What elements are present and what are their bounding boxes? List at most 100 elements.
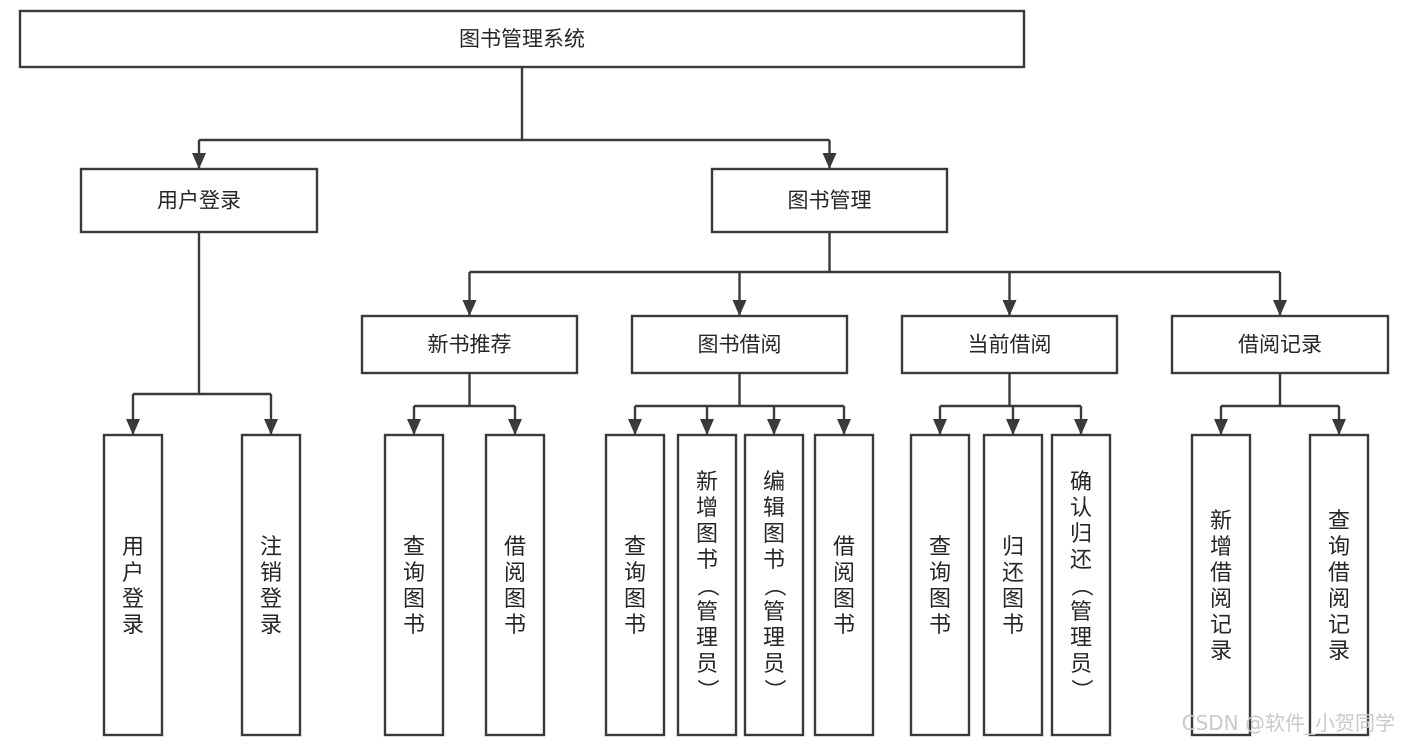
svg-text:（: （ xyxy=(761,575,786,597)
node-root[interactable]: 图书管理系统 xyxy=(18,9,1026,69)
node-box[interactable] xyxy=(1190,433,1252,737)
svg-text:图: 图 xyxy=(696,522,718,547)
node-current-borrow[interactable]: 当前借阅 xyxy=(900,314,1119,375)
svg-text:图: 图 xyxy=(763,522,785,547)
svg-text:（: （ xyxy=(1068,575,1093,597)
conn-borrow-to-leaves xyxy=(628,373,851,435)
arrow-head-icon xyxy=(700,419,714,435)
node-box[interactable] xyxy=(710,167,949,234)
svg-text:还: 还 xyxy=(1002,561,1024,586)
node-box[interactable] xyxy=(1050,433,1112,737)
node-borrow-records[interactable]: 借阅记录 xyxy=(1170,314,1390,375)
svg-text:还: 还 xyxy=(1070,548,1092,573)
node-user-login[interactable]: 用户登录 xyxy=(79,167,319,234)
svg-text:认: 认 xyxy=(1070,496,1092,521)
svg-text:归: 归 xyxy=(1070,522,1092,547)
arrow-head-icon xyxy=(508,419,522,435)
node-box[interactable] xyxy=(743,433,805,737)
svg-text:员: 员 xyxy=(696,652,718,677)
svg-text:登: 登 xyxy=(260,587,282,612)
svg-text:登: 登 xyxy=(122,587,144,612)
svg-text:）: ） xyxy=(694,679,719,701)
csdn-watermark: CSDN @软件_小贺同学 xyxy=(1182,711,1395,735)
node-box[interactable] xyxy=(240,433,302,737)
svg-text:增: 增 xyxy=(696,496,718,521)
arrow-head-icon xyxy=(126,419,140,435)
svg-text:询: 询 xyxy=(1328,535,1350,560)
node-box[interactable] xyxy=(1308,433,1370,737)
arrow-head-icon xyxy=(767,419,781,435)
arrow-head-icon xyxy=(407,419,421,435)
conn-bookmgmt-to-level3 xyxy=(462,232,1287,316)
node-box[interactable] xyxy=(484,433,546,737)
svg-text:阅: 阅 xyxy=(1210,587,1232,612)
conn-recommend-to-leaves xyxy=(407,373,522,435)
node-box[interactable] xyxy=(383,433,445,737)
node-box[interactable] xyxy=(18,9,1026,69)
svg-text:理: 理 xyxy=(763,626,785,651)
conn-current-to-leaves xyxy=(933,373,1088,435)
node-box[interactable] xyxy=(630,314,849,375)
svg-text:书: 书 xyxy=(696,548,718,573)
arrow-head-icon xyxy=(1006,419,1020,435)
svg-text:借: 借 xyxy=(833,535,855,560)
svg-text:书: 书 xyxy=(403,613,425,638)
node-box[interactable] xyxy=(79,167,319,234)
svg-text:户: 户 xyxy=(122,561,144,586)
svg-text:（: （ xyxy=(694,575,719,597)
node-label: 图书借阅 xyxy=(698,333,782,357)
svg-text:查: 查 xyxy=(403,535,425,560)
edges-layer xyxy=(126,67,1346,435)
svg-text:录: 录 xyxy=(122,613,144,638)
svg-text:书: 书 xyxy=(624,613,646,638)
svg-text:管: 管 xyxy=(696,600,718,625)
node-box[interactable] xyxy=(676,433,738,737)
svg-text:借: 借 xyxy=(504,535,526,560)
svg-text:阅: 阅 xyxy=(833,561,855,586)
node-box[interactable] xyxy=(604,433,666,737)
node-leaf-user-login[interactable]: 用户登录 xyxy=(102,433,164,737)
arrow-head-icon xyxy=(732,300,747,316)
svg-text:归: 归 xyxy=(1002,535,1024,560)
node-box[interactable] xyxy=(813,433,875,737)
node-box[interactable] xyxy=(102,433,164,737)
conn-records-to-leaves xyxy=(1214,373,1346,435)
node-new-book-recommend[interactable]: 新书推荐 xyxy=(360,314,579,375)
conn-root-to-level2 xyxy=(192,67,837,169)
node-box[interactable] xyxy=(900,314,1119,375)
svg-text:查: 查 xyxy=(624,535,646,560)
svg-text:图: 图 xyxy=(929,587,951,612)
svg-text:新: 新 xyxy=(1210,509,1232,534)
svg-text:增: 增 xyxy=(1210,535,1232,560)
svg-text:用: 用 xyxy=(122,535,144,560)
svg-text:阅: 阅 xyxy=(504,561,526,586)
node-book-management[interactable]: 图书管理 xyxy=(710,167,949,234)
svg-text:图: 图 xyxy=(504,587,526,612)
node-box[interactable] xyxy=(982,433,1044,737)
node-book-borrow[interactable]: 图书借阅 xyxy=(630,314,849,375)
node-box[interactable] xyxy=(1170,314,1390,375)
node-box[interactable] xyxy=(360,314,579,375)
node-box[interactable] xyxy=(909,433,971,737)
svg-text:借: 借 xyxy=(1328,561,1350,586)
node-label: 图书管理 xyxy=(788,189,872,213)
arrow-head-icon xyxy=(1332,419,1346,435)
